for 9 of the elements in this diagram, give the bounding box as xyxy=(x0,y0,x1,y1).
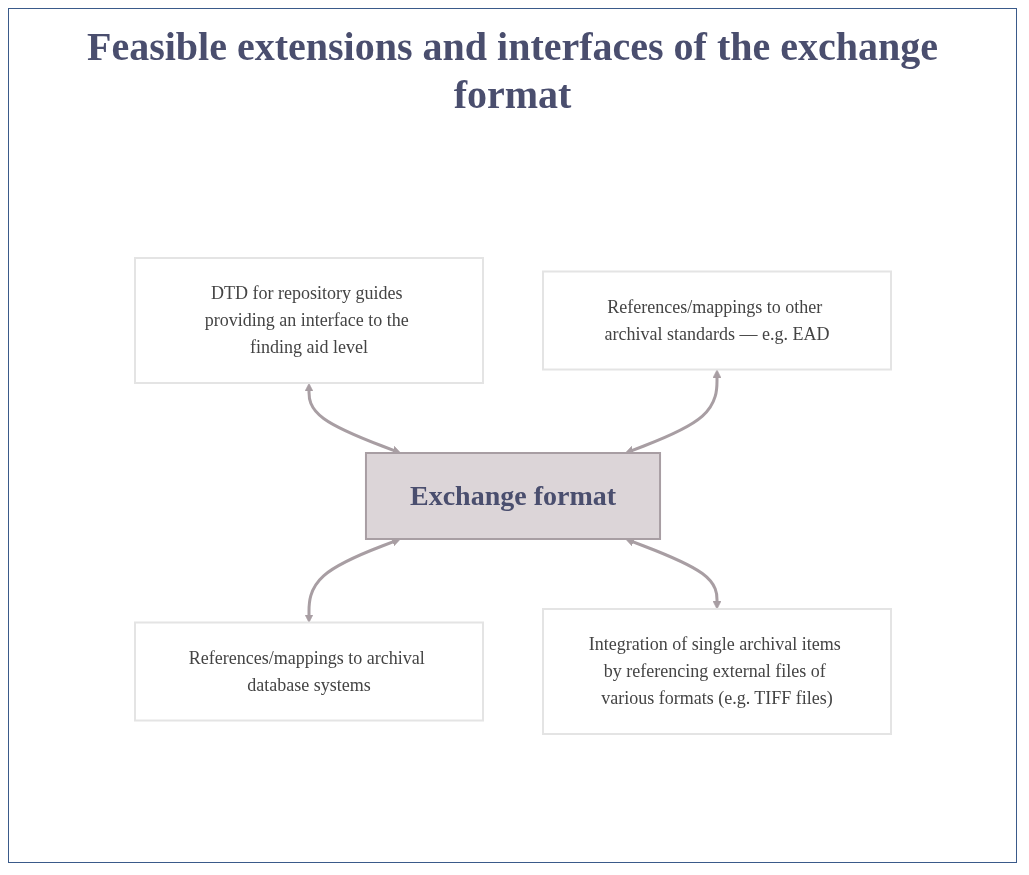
node-box: Integration of single archival items by referencing external files of various formats (e.g. TIFF files) xyxy=(541,607,892,735)
arrow xyxy=(304,537,401,623)
node-box: References/mappings to archival database systems xyxy=(133,621,484,721)
node-box: References/mappings to other archival standards — e.g. EAD xyxy=(541,270,892,370)
arrow xyxy=(624,369,721,454)
node-box: DTD for repository guides providing an interface to the finding aid level xyxy=(133,256,484,384)
arrow xyxy=(304,382,401,454)
diagram-title: Feasible extensions and interfaces of the exchange format xyxy=(86,23,939,119)
node-box: Exchange format xyxy=(364,451,661,540)
